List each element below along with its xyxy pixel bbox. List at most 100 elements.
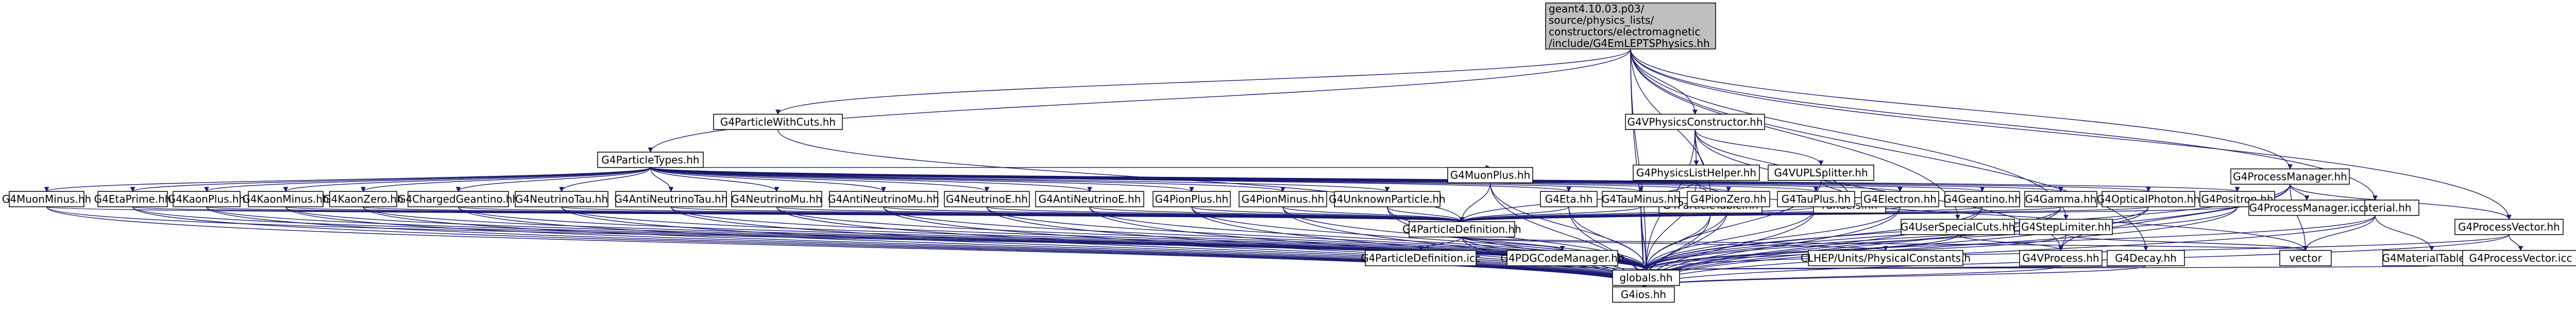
node-stl[interactable]: G4StepLimiter.hh bbox=[2019, 219, 2113, 235]
node-label: G4MuonPlus.hh bbox=[1450, 169, 1531, 182]
node-ne[interactable]: G4NeutrinoE.hh bbox=[944, 191, 1030, 207]
edge-gea-to-glo bbox=[1643, 206, 1983, 271]
node-op[interactable]: G4OpticalPhoton.hh bbox=[2097, 191, 2200, 207]
node-box bbox=[329, 191, 397, 207]
node-usc[interactable]: G4UserSpecialCuts.hh bbox=[1901, 219, 2015, 235]
node-pvicc[interactable]: G4ProcessVector.icc bbox=[2462, 250, 2576, 267]
node-nm[interactable]: G4NeutrinoMu.hh bbox=[731, 191, 822, 207]
node-label: G4ProcessManager.hh bbox=[2233, 170, 2347, 183]
node-mp[interactable]: G4MuonPlus.hh bbox=[1447, 167, 1533, 184]
node-anm[interactable]: G4AntiNeutrinoMu.hh bbox=[828, 191, 939, 207]
node-cg[interactable]: G4ChargedGeantino.hh bbox=[398, 191, 519, 207]
node-box bbox=[1687, 191, 1770, 207]
node-label: G4Gamma.hh bbox=[2025, 193, 2097, 205]
node-vector[interactable]: vector bbox=[2279, 250, 2332, 267]
edge-gam-to-ios bbox=[1641, 206, 2061, 288]
node-pvec[interactable]: G4ProcessVector.hh bbox=[2454, 219, 2564, 235]
edge-pt-to-kz bbox=[361, 167, 651, 192]
edge-pdef-to-pdgm bbox=[1461, 236, 1565, 251]
node-ant[interactable]: G4AntiNeutrinoTau.hh bbox=[615, 191, 728, 207]
edge-mat-to-mt bbox=[2375, 215, 2434, 251]
node-nt[interactable]: G4NeutrinoTau.hh bbox=[515, 191, 608, 207]
node-pwc[interactable]: G4ParticleWithCuts.hh bbox=[713, 113, 843, 130]
node-kp[interactable]: G4KaonPlus.hh bbox=[168, 191, 246, 207]
node-ios[interactable]: G4ios.hh bbox=[1612, 286, 1675, 303]
node-label: G4ParticleTypes.hh bbox=[601, 154, 699, 166]
edge-root-to-pvec bbox=[1630, 48, 2512, 220]
edge-km-to-ios bbox=[285, 206, 1646, 288]
edge-up-to-pdef bbox=[1386, 206, 1465, 222]
node-pmicc[interactable]: G4ProcessManager.icc bbox=[2248, 200, 2365, 216]
edge-root-to-usc bbox=[1630, 48, 1960, 220]
node-gam[interactable]: G4Gamma.hh bbox=[2024, 191, 2097, 207]
node-clhep[interactable]: CLHEP/Units/PhysicalConstants.h bbox=[1801, 250, 1971, 267]
node-km[interactable]: G4KaonMinus.hh bbox=[242, 191, 329, 207]
node-box bbox=[1777, 191, 1855, 207]
node-plh[interactable]: G4PhysicsListHelper.hh bbox=[1633, 165, 1760, 181]
node-gea[interactable]: G4Geantino.hh bbox=[1943, 191, 2021, 207]
node-vp[interactable]: G4VProcess.hh bbox=[2019, 250, 2103, 267]
node-ane[interactable]: G4AntiNeutrinoE.hh bbox=[1035, 191, 1144, 207]
node-mm[interactable]: G4MuonMinus.hh bbox=[2, 191, 91, 207]
edge-pt-to-nt bbox=[559, 167, 651, 192]
edge-mm-to-ios bbox=[46, 206, 1646, 288]
edge-kp-to-ios bbox=[206, 206, 1646, 288]
node-box bbox=[2230, 168, 2350, 185]
node-el[interactable]: G4Electron.hh bbox=[1861, 191, 1939, 207]
node-box bbox=[1540, 191, 1598, 207]
node-box bbox=[9, 191, 84, 207]
node-box bbox=[615, 191, 727, 207]
node-label: G4Decay.hh bbox=[2115, 252, 2177, 264]
node-box bbox=[1447, 167, 1533, 184]
edge-ane-to-ios bbox=[1089, 206, 1646, 288]
node-eta[interactable]: G4Eta.hh bbox=[1540, 191, 1598, 207]
node-pdicc[interactable]: G4ParticleDefinition.icc bbox=[1361, 250, 1481, 267]
node-label: G4NeutrinoTau.hh bbox=[515, 193, 608, 205]
node-label: G4MuonMinus.hh bbox=[2, 193, 91, 205]
node-label: G4AntiNeutrinoTau.hh bbox=[615, 193, 728, 205]
edge-pim-to-pdef bbox=[1282, 206, 1465, 222]
edge-pip-to-pdef bbox=[1191, 206, 1465, 222]
node-label: G4MaterialTable.hh bbox=[2382, 252, 2482, 264]
node-pim[interactable]: G4PionMinus.hh bbox=[1239, 191, 1327, 207]
node-pt[interactable]: G4ParticleTypes.hh bbox=[597, 152, 704, 168]
node-label: G4ChargedGeantino.hh bbox=[398, 193, 519, 205]
edge-piz-to-glo bbox=[1643, 206, 1729, 271]
node-label: G4PionZero.hh bbox=[1690, 193, 1767, 205]
edge-op-to-glo bbox=[1643, 206, 2149, 271]
node-ep[interactable]: G4EtaPrime.hh bbox=[94, 191, 172, 207]
node-box bbox=[248, 191, 324, 207]
node-piz[interactable]: G4PionZero.hh bbox=[1687, 191, 1770, 207]
node-pm[interactable]: G4ProcessManager.hh bbox=[2230, 168, 2350, 185]
node-pdef[interactable]: G4ParticleDefinition.hh bbox=[1402, 221, 1521, 238]
edge-mp-to-ios bbox=[1489, 183, 1646, 288]
edge-cg-to-ios bbox=[457, 206, 1646, 288]
node-box bbox=[1409, 221, 1515, 238]
node-label: constructors/electromagnetic bbox=[1549, 26, 1700, 38]
edge-pm-to-vector bbox=[2290, 184, 2308, 251]
edge-pt-to-cg bbox=[455, 167, 651, 192]
node-vpc[interactable]: G4VPhysicsConstructor.hh bbox=[1625, 113, 1765, 130]
node-dec[interactable]: G4Decay.hh bbox=[2107, 250, 2185, 267]
node-box bbox=[1334, 191, 1440, 207]
node-label: G4ProcessManager.icc bbox=[2249, 202, 2365, 214]
node-kz[interactable]: G4KaonZero.hh bbox=[323, 191, 403, 207]
node-pip[interactable]: G4PionPlus.hh bbox=[1153, 191, 1231, 207]
node-tm[interactable]: G4TauMinus.hh bbox=[1602, 191, 1680, 207]
node-label: G4PhysicsListHelper.hh bbox=[1636, 167, 1756, 179]
node-pdgm[interactable]: G4PDGCodeManager.hh bbox=[1501, 250, 1624, 267]
node-label: /include/G4EmLEPTSPhysics.hh bbox=[1549, 37, 1710, 50]
node-label: G4ParticleDefinition.hh bbox=[1402, 223, 1521, 236]
node-up[interactable]: G4UnknownParticle.hh bbox=[1329, 191, 1446, 207]
edge-cg-to-pdef bbox=[457, 206, 1464, 222]
node-vups[interactable]: G4VUPLSplitter.hh bbox=[1768, 165, 1874, 181]
node-glo[interactable]: globals.hh bbox=[1612, 269, 1680, 286]
edge-ane-to-pdef bbox=[1089, 206, 1464, 222]
node-box bbox=[1239, 191, 1327, 207]
node-tp[interactable]: G4TauPlus.hh bbox=[1777, 191, 1855, 207]
node-pos[interactable]: G4Positron.hh bbox=[2199, 191, 2275, 207]
node-label: G4UserSpecialCuts.hh bbox=[1901, 221, 2015, 233]
node-box bbox=[1545, 2, 1716, 50]
node-box bbox=[1944, 191, 2020, 207]
